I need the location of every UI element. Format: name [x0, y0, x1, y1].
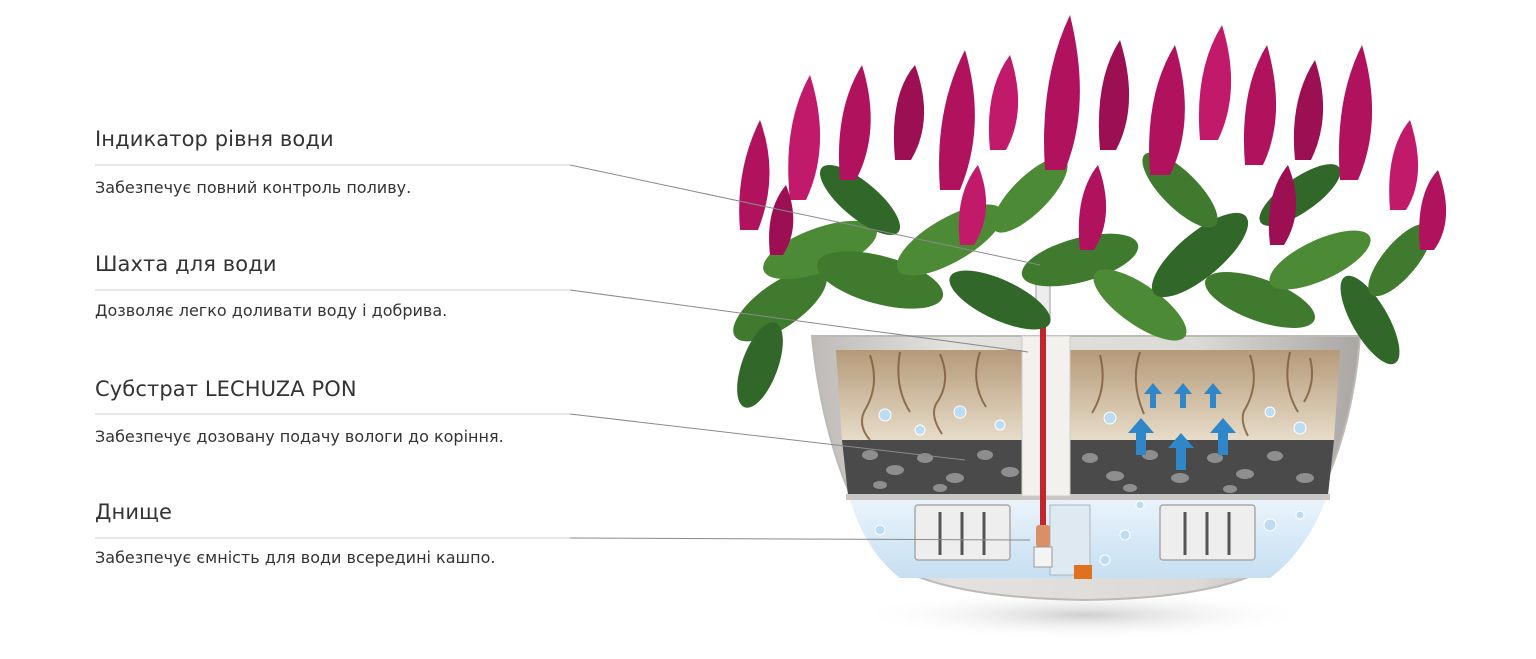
leader-line-bottom: [569, 537, 1031, 541]
pot-shadow: [855, 590, 1315, 640]
callout-description: Забезпечує повний контроль поливу.: [95, 178, 412, 197]
capillary-arrows: [1128, 383, 1236, 470]
title-underlines: [95, 164, 570, 539]
callout-title: Субстрат LECHUZA PON: [95, 377, 357, 401]
leader-line-substrate: [569, 413, 966, 461]
leader-line-indicator: [569, 164, 1041, 266]
callout-description: Забезпечує ємність для води всередині ка…: [95, 548, 496, 567]
callout-title: Днище: [95, 500, 172, 524]
pot-cutaway: [836, 254, 1340, 579]
callout-title: Шахта для води: [95, 252, 277, 276]
leader-lines: [569, 164, 1041, 541]
separator-plate: [846, 494, 1330, 500]
substrate-pebbles: [862, 450, 1314, 493]
roots: [860, 351, 1313, 441]
plant-flowers: [739, 15, 1447, 255]
callout-description: Дозволяє легко доливати воду і добрива.: [95, 301, 448, 320]
callout-description: Забезпечує дозовану подачу вологи до кор…: [95, 427, 504, 446]
substrate-layer: [842, 440, 1334, 495]
soil-layer: [836, 350, 1340, 440]
drain-plug: [1074, 565, 1092, 579]
callout-title: Індикатор рівня води: [95, 127, 334, 151]
leader-line-shaft: [569, 289, 1029, 353]
